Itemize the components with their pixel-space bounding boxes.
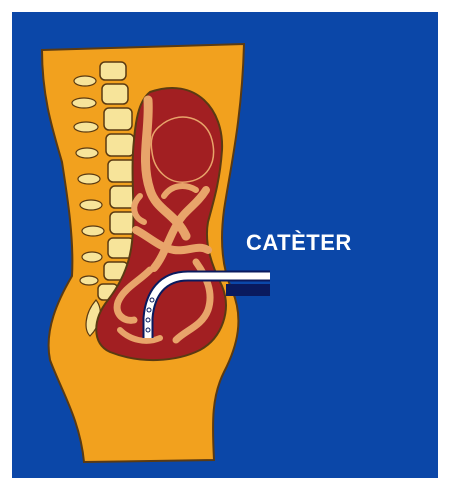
spinous-process: [72, 98, 96, 108]
spinous-process: [80, 276, 98, 285]
spinous-process: [74, 76, 96, 86]
spinous-process: [74, 122, 98, 132]
spinous-process: [82, 226, 104, 236]
vertebra-body: [100, 62, 126, 80]
spinous-process: [76, 148, 98, 158]
catheter-shadow: [226, 284, 270, 296]
spinous-process: [80, 200, 102, 210]
vertebra-body: [104, 108, 132, 130]
vertebra-body: [102, 84, 128, 104]
spinous-process: [78, 174, 100, 184]
upper-organ: [151, 117, 213, 182]
catheter-label: CATÈTER: [246, 230, 352, 256]
vertebra-body: [106, 134, 134, 156]
spinous-process: [82, 252, 102, 262]
